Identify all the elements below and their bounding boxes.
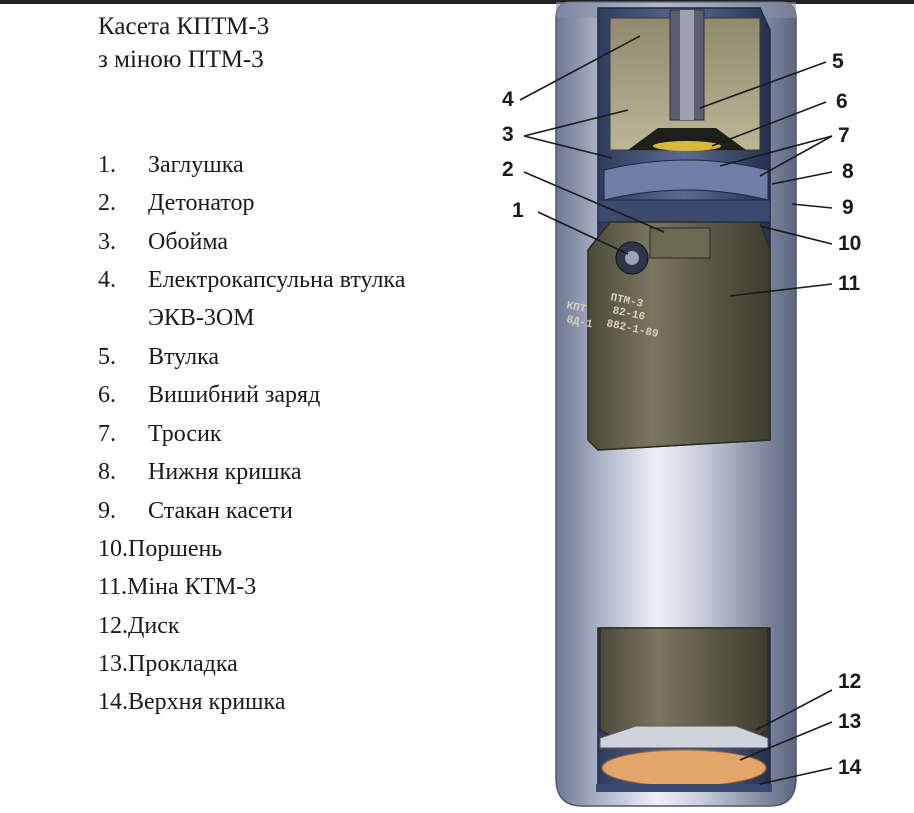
legend-text: Вишибний заряд	[148, 382, 321, 409]
title-line-2: з міною ПТМ-3	[98, 46, 264, 73]
leader-7b	[759, 135, 833, 177]
legend-number: 2.	[98, 190, 116, 217]
callout-14: 14	[838, 756, 862, 779]
legend-item: 9. Стакан касети	[98, 496, 405, 534]
legend-text: Обойма	[148, 228, 229, 255]
top-border	[0, 0, 914, 4]
callout-7: 7	[838, 124, 850, 147]
mine-marking-side-2: 8Д-1	[565, 314, 594, 331]
legend-number: 10.	[98, 535, 128, 562]
legend-text: Міна КТМ-3	[127, 574, 257, 601]
leader-3b	[523, 135, 613, 159]
callout-4: 4	[502, 88, 514, 111]
leader-12	[755, 689, 833, 731]
legend-text: Поршень	[128, 535, 223, 562]
callout-12: 12	[838, 670, 861, 693]
upper-lid	[596, 784, 772, 792]
legend-item: 11.Міна КТМ-3	[98, 572, 405, 610]
legend-item: 5. Втулка	[98, 342, 405, 380]
callout-6: 6	[836, 90, 848, 113]
lower-lid	[597, 199, 771, 223]
leader-4	[519, 35, 641, 101]
legend-text: Нижня кришка	[148, 459, 302, 486]
legend-item: 6. Вишибний заряд	[98, 380, 405, 418]
leader-8	[771, 171, 833, 185]
leader-2	[523, 171, 665, 233]
legend-item: 7. Тросик	[98, 419, 405, 457]
legend-text: Тросик	[148, 420, 222, 447]
legend-text: Детонатор	[148, 190, 255, 217]
legend-number: 4.	[98, 267, 116, 294]
mine-marking-side-1: КПТ	[565, 300, 587, 316]
legend-text: Втулка	[148, 343, 220, 370]
legend-number: 14.	[98, 689, 128, 716]
legend-text: Прокладка	[128, 651, 238, 678]
callout-8: 8	[842, 160, 854, 183]
legend-text: Верхня кришка	[128, 689, 286, 716]
leader-3a	[523, 109, 629, 137]
legend-text-continued: ЭКВ-3ОМ	[148, 305, 255, 332]
callout-10: 10	[838, 232, 861, 255]
legend-number: 8.	[98, 459, 116, 486]
legend-item: 13.Прокладка	[98, 649, 405, 687]
leader-1	[537, 211, 629, 255]
leader-7a	[719, 135, 833, 167]
gasket	[601, 749, 767, 787]
legend-text: Заглушка	[148, 152, 244, 178]
leader-14	[759, 767, 833, 785]
legend-number: 5.	[98, 343, 116, 370]
callout-11: 11	[838, 272, 861, 295]
callout-3: 3	[502, 123, 514, 146]
leader-9	[791, 203, 833, 209]
legend-number: 9.	[98, 497, 116, 524]
charge-highlight	[653, 141, 721, 151]
legend-item: 14.Верхня кришка	[98, 687, 405, 725]
bushing-core	[680, 10, 694, 120]
diagram-title: Касета КПТМ-3 з міною ПТМ-3	[98, 10, 269, 76]
legend-text: Диск	[128, 612, 180, 639]
detonator	[649, 227, 711, 259]
callout-2: 2	[502, 158, 514, 181]
legend-item: 8. Нижня кришка	[98, 457, 405, 495]
legend-item: 10.Поршень	[98, 534, 405, 572]
legend-number: 1.	[98, 152, 116, 178]
legend-item: 2. Детонатор	[98, 188, 405, 226]
legend-number: 3.	[98, 228, 116, 255]
callout-5: 5	[832, 50, 844, 73]
leader-6	[711, 101, 827, 147]
leader-13	[739, 721, 833, 761]
callout-9: 9	[842, 196, 854, 219]
leader-11	[729, 283, 833, 297]
legend-number: 12.	[98, 612, 128, 639]
disk	[599, 725, 769, 749]
legend-text: Стакан касети	[148, 497, 293, 524]
leader-lines	[519, 35, 833, 785]
mine-body-upper	[587, 221, 771, 451]
legend-text: Електрокапсульна втулка	[148, 267, 406, 294]
legend-number: 11.	[98, 574, 128, 601]
legend-item: 1. Заглушка	[98, 150, 405, 188]
parts-legend: 1. Заглушка 2. Детонатор 3. Обойма 4. Електр…	[98, 150, 405, 726]
legend-item: 12.Диск	[98, 611, 405, 649]
plug-center	[625, 251, 639, 265]
title-line-1: Касета КПТМ-3	[98, 13, 270, 40]
callout-13: 13	[838, 710, 861, 733]
legend-number: 13.	[98, 651, 128, 678]
callout-1: 1	[512, 199, 524, 222]
leader-5	[699, 61, 827, 109]
leader-10	[759, 225, 833, 245]
legend-number: 7.	[98, 420, 116, 447]
legend-item: 3. Обойма	[98, 227, 405, 265]
legend-number: 6.	[98, 382, 116, 409]
